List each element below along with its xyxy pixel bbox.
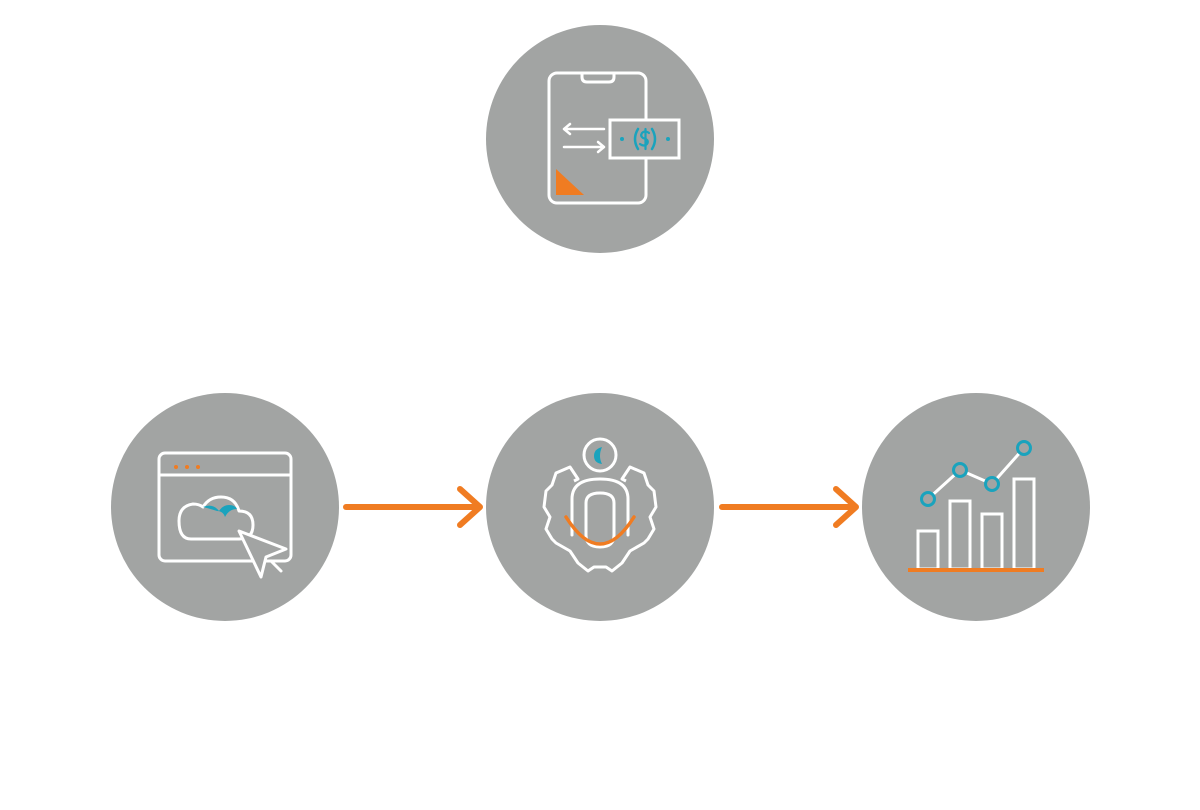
- user-settings-node: [486, 393, 714, 621]
- growth-chart-node: [862, 393, 1090, 621]
- arrow-right-icon: [719, 486, 859, 528]
- mobile-payment-node: [486, 25, 714, 253]
- mobile-payment-icon: [486, 25, 714, 253]
- cloud-browser-node: [111, 393, 339, 621]
- user-gear-icon: [486, 393, 714, 621]
- cloud-browser-click-icon: [111, 393, 339, 621]
- bar-line-chart-icon: [862, 393, 1090, 621]
- arrow-right-icon: [343, 486, 483, 528]
